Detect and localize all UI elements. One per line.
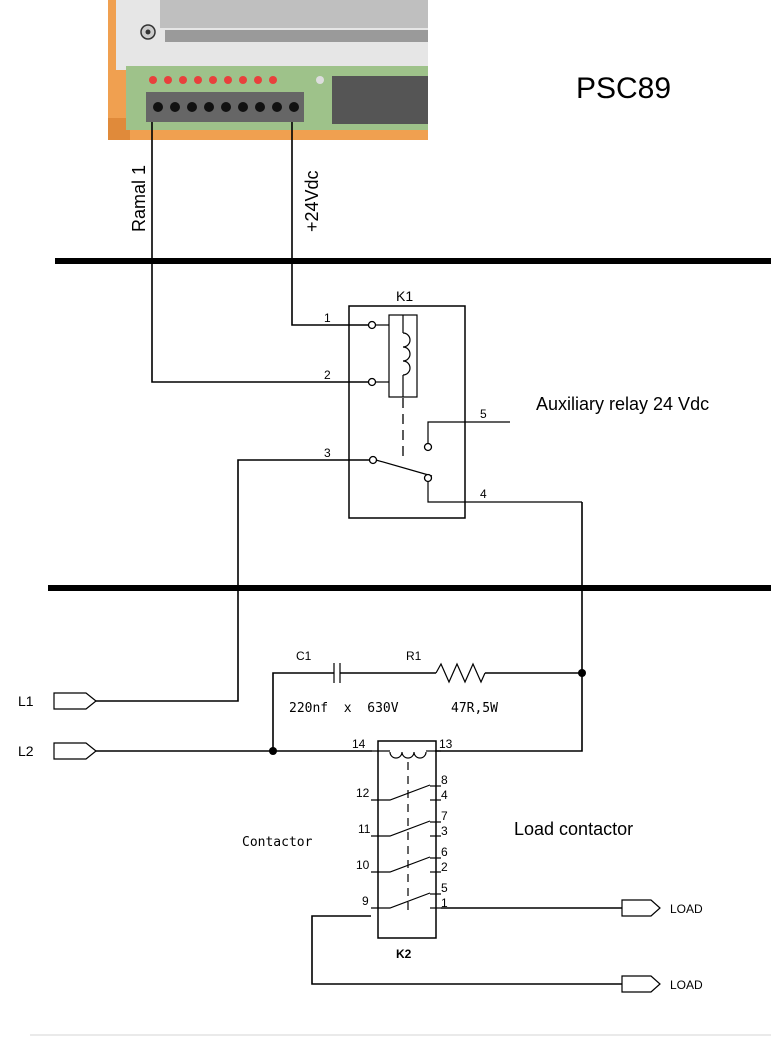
relay-pin-3: 3 <box>324 446 331 460</box>
input-l2-label: L2 <box>18 743 34 759</box>
relay-nc-contact <box>427 482 582 503</box>
contactor-pin-12: 12 <box>356 786 370 800</box>
supply-label: +24Vdc <box>302 170 322 232</box>
relay-pin-4: 4 <box>480 487 487 501</box>
input-l1: L1 <box>18 692 97 710</box>
capacitor-name: C1 <box>296 649 312 663</box>
output-load-1: LOAD <box>621 899 703 917</box>
relay-pin-1: 1 <box>324 311 331 325</box>
contactor-k2: 14 13 12 11 10 9 8 4 7 3 6 2 5 1 K2 <box>352 737 453 961</box>
wire-l1 <box>96 459 370 702</box>
wire-ramal <box>151 122 370 383</box>
wire-load-2 <box>311 915 622 985</box>
input-l1-label: L1 <box>18 693 34 709</box>
junction-dot <box>578 669 586 677</box>
contactor-pin-11: 11 <box>358 822 371 836</box>
contactor-coil-icon <box>389 751 427 759</box>
capacitor-value: 220nf x 630V <box>289 701 399 716</box>
contactor-pin-9: 9 <box>362 894 369 908</box>
input-l2: L2 <box>18 742 97 760</box>
contactor-pin-4: 4 <box>441 788 448 802</box>
junction-dot <box>269 747 277 755</box>
wire-supply <box>291 122 370 326</box>
output-load-2-label: LOAD <box>670 978 703 992</box>
psc89-device <box>108 0 428 140</box>
output-load-2: LOAD <box>621 975 703 993</box>
contactor-pin-6: 6 <box>441 845 448 859</box>
relay-description: Auxiliary relay 24 Vdc <box>536 394 709 414</box>
relay-name: K1 <box>396 288 413 304</box>
terminal-screws <box>153 102 299 112</box>
contactor-pin-2: 2 <box>441 860 448 874</box>
led-row <box>149 76 277 84</box>
relay-coil-icon <box>402 332 411 376</box>
input-l1-connector-icon <box>53 692 97 710</box>
contactor-type-label: Contactor <box>242 835 313 850</box>
relay-pin-2: 2 <box>324 368 331 382</box>
contactor-pin-10: 10 <box>356 858 370 872</box>
input-l2-connector-icon <box>53 742 97 760</box>
contactor-pin-5: 5 <box>441 881 448 895</box>
contactor-pin-7: 7 <box>441 809 448 823</box>
rc-snubber: C1 R1 220nf x 630V 47R,5W <box>269 649 586 755</box>
output-load-1-connector-icon <box>621 899 661 917</box>
contactor-pin-8: 8 <box>441 773 448 787</box>
contactor-pin-3: 3 <box>441 824 448 838</box>
relay-box <box>348 305 466 519</box>
relay-k1: K1 1 2 3 4 5 <box>324 288 582 519</box>
ramal-label: Ramal 1 <box>129 165 149 232</box>
contactor-pin-14: 14 <box>352 737 366 751</box>
resistor-name: R1 <box>406 649 422 663</box>
device-panel <box>332 76 428 124</box>
snubber-left-wire <box>272 672 334 751</box>
contactor-name: K2 <box>396 947 412 961</box>
contactor-description: Load contactor <box>514 819 633 839</box>
relay-no-contact <box>427 421 510 443</box>
wire-relay-to-coil <box>435 502 583 752</box>
resistor-value: 47R,5W <box>451 701 498 716</box>
resistor-icon <box>435 662 486 684</box>
device-title: PSC89 <box>576 72 671 105</box>
contactor-pin-1: 1 <box>441 896 448 910</box>
relay-pin-5: 5 <box>480 407 487 421</box>
relay-switch-blade <box>375 459 433 477</box>
output-load-2-connector-icon <box>621 975 661 993</box>
contactor-box <box>377 740 437 939</box>
output-load-1-label: LOAD <box>670 902 703 916</box>
contactor-contacts <box>371 784 441 909</box>
contactor-pin-13: 13 <box>439 737 453 751</box>
